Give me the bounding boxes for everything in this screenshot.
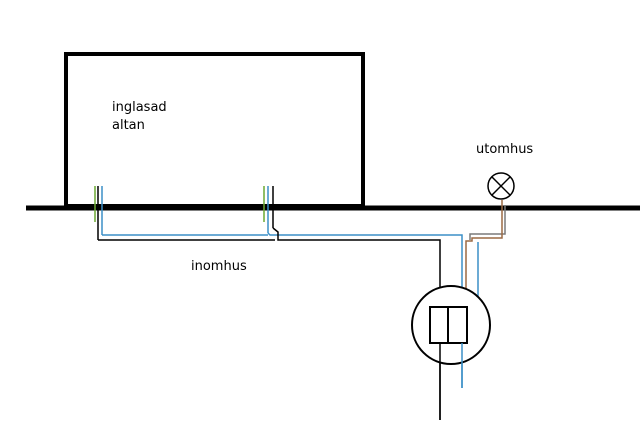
porch-label-line1: inglasad	[112, 100, 167, 115]
porch-label-line2: altan	[112, 118, 145, 133]
glazed-porch-outline	[64, 52, 365, 208]
middle-wire-bundle	[263, 186, 274, 233]
indoor-label: inomhus	[191, 259, 247, 274]
left-wire-bundle	[94, 186, 103, 240]
lamp-symbol-icon	[487, 172, 515, 200]
double-switch-icon	[411, 285, 491, 420]
outdoor-label: utomhus	[476, 142, 533, 157]
